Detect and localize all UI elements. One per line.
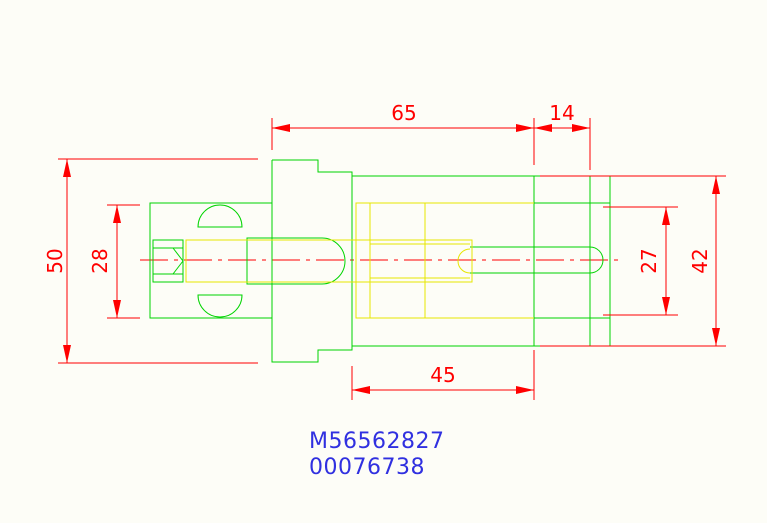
dim-label-50: 50 [43,248,67,273]
serial-number: 00076738 [309,455,425,480]
dim-label-28: 28 [88,248,112,273]
dim-label-45: 45 [430,363,455,387]
dimension-lines [58,118,726,400]
dim-label-14: 14 [549,101,574,125]
dim-label-65: 65 [391,101,416,125]
part-outline [149,159,611,363]
dim-label-42: 42 [688,248,712,273]
dim-label-27: 27 [637,248,661,273]
part-number: M56562827 [309,429,445,454]
inner-detail [185,202,534,319]
